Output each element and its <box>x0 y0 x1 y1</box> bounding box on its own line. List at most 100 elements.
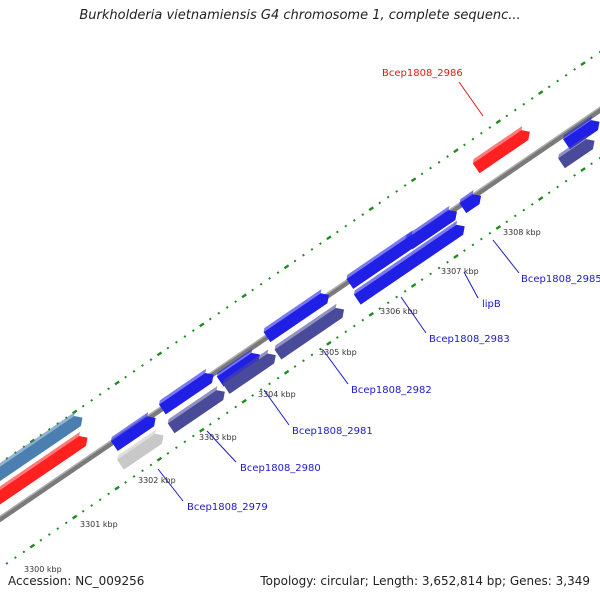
tick-mark <box>319 242 322 245</box>
tick-mark <box>488 231 492 235</box>
tick-mark <box>166 346 170 350</box>
tick-mark <box>437 160 441 164</box>
gene-top-face <box>405 205 450 240</box>
tick-mark <box>56 422 60 425</box>
tick-mark <box>598 156 600 160</box>
accession-text: Accession: NC_009256 <box>8 574 145 588</box>
gene-top-face <box>159 368 207 405</box>
tick-mark <box>598 50 600 54</box>
tick-mark <box>564 179 568 183</box>
tick-mark <box>183 335 187 338</box>
tick-mark <box>225 411 229 415</box>
tick-mark <box>71 514 78 520</box>
tick-mark <box>310 247 314 251</box>
tick-mark <box>132 475 136 478</box>
tick-mark <box>81 509 85 513</box>
tick-mark <box>47 533 51 536</box>
gene-body <box>222 353 276 394</box>
tick-mark <box>471 243 475 247</box>
gene-label: Bcep1808_2983 <box>429 334 510 345</box>
scale-tick-label: 3300 kbp <box>24 565 62 574</box>
tick-mark <box>268 382 271 386</box>
tick-mark <box>378 201 382 205</box>
gene-body <box>110 416 156 452</box>
tick-mark <box>479 131 483 135</box>
tick-mark <box>505 220 509 224</box>
tick-mark <box>199 427 205 433</box>
gene-block <box>472 125 530 174</box>
tick-mark <box>156 456 163 462</box>
tick-mark <box>580 61 586 67</box>
gene-top-face <box>472 125 523 164</box>
gene-block <box>222 349 276 394</box>
scale-tick-label: 3305 kbp <box>319 348 357 357</box>
tick-mark <box>241 293 247 299</box>
gene-top-face <box>346 230 413 279</box>
scale-tick-label: 3308 kbp <box>503 228 541 237</box>
gene-block <box>167 385 225 434</box>
tick-mark <box>90 504 94 507</box>
tick-mark <box>361 318 365 322</box>
tick-mark <box>114 485 120 491</box>
tick-mark <box>513 108 517 112</box>
tick-mark <box>5 562 9 565</box>
gene-top-face <box>222 349 269 384</box>
tick-mark <box>29 543 36 549</box>
gene-top-face <box>0 431 80 498</box>
tick-mark <box>251 394 255 397</box>
tick-mark <box>471 137 475 141</box>
gene-body <box>0 436 88 508</box>
gene-body <box>0 416 83 488</box>
label-leader-line <box>400 296 427 334</box>
gene-block <box>405 205 457 250</box>
label-leader-line <box>463 271 479 299</box>
scale-tick-label: 3307 kbp <box>441 267 479 276</box>
tick-mark <box>71 409 78 415</box>
gene-block <box>159 368 214 415</box>
tick-mark <box>64 521 68 525</box>
gene-body <box>472 130 530 174</box>
tick-mark <box>124 375 127 379</box>
gene-label: Bcep1808_2986 <box>382 68 463 79</box>
tick-mark <box>395 295 399 299</box>
label-leader-line <box>322 349 349 385</box>
tick-mark <box>590 56 593 60</box>
gene-block <box>0 411 83 488</box>
tick-mark <box>479 237 483 241</box>
gene-top-face <box>563 115 592 140</box>
gene-body <box>167 390 225 434</box>
gene-label: Bcep1808_2985 <box>521 274 600 285</box>
tick-mark <box>208 423 212 426</box>
tick-mark <box>410 283 417 288</box>
tick-mark <box>537 196 544 201</box>
gene-body <box>563 120 600 150</box>
gene-body <box>117 433 164 470</box>
gene-block <box>346 230 421 289</box>
gene-block <box>558 134 595 169</box>
gene-body <box>263 293 329 343</box>
gene-body <box>346 234 421 289</box>
tick-mark <box>81 404 85 408</box>
tick-mark <box>149 358 153 362</box>
tick-mark <box>420 172 424 176</box>
tick-mark <box>453 148 459 154</box>
tick-mark <box>537 90 544 96</box>
tick-mark <box>344 330 348 334</box>
tick-mark <box>174 446 178 449</box>
tick-mark <box>335 230 339 234</box>
tick-mark <box>283 264 290 270</box>
gene-label: lipB <box>482 299 501 310</box>
gene-body <box>405 210 457 250</box>
tick-mark <box>403 289 407 293</box>
tick-mark <box>429 166 432 170</box>
gene-label: Bcep1808_2979 <box>187 502 268 513</box>
label-leader-line <box>157 468 184 502</box>
tick-mark <box>225 306 229 309</box>
topology-text: Topology: circular; Length: 3,652,814 bp… <box>260 574 590 588</box>
tick-mark <box>368 206 374 212</box>
tick-mark <box>573 68 576 71</box>
tick-mark <box>352 324 356 328</box>
gene-label: Bcep1808_2981 <box>292 426 373 437</box>
tick-mark <box>453 254 459 259</box>
tick-mark <box>251 288 255 292</box>
